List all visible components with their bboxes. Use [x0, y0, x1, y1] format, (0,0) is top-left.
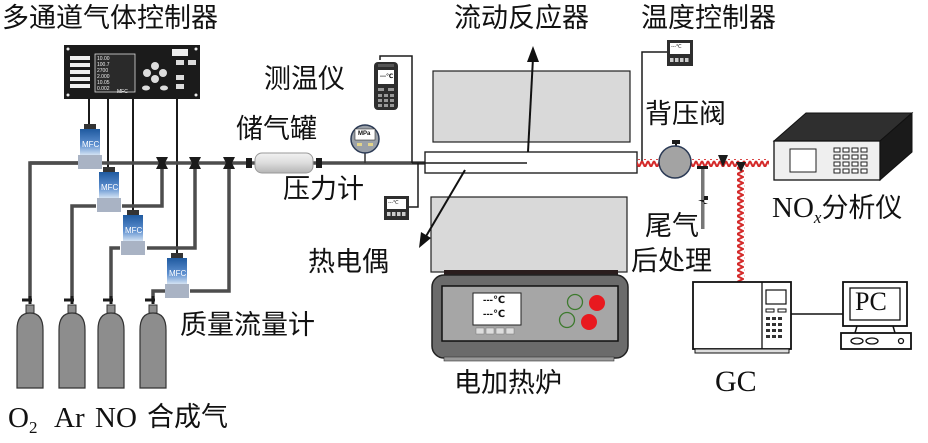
controller-reading-2: 100.7 — [97, 62, 110, 68]
mfc-3-text: MFC — [125, 226, 143, 235]
furnace-readout-2: ---℃ — [483, 309, 506, 320]
label-thermocouple: 热电偶 — [308, 247, 389, 278]
exhaust-branch — [697, 155, 746, 229]
label-nox-analyzer: NOx分析仪 — [772, 192, 903, 227]
pressure-gauge — [350, 124, 380, 163]
mass-flow-controllers — [78, 124, 189, 298]
mfc-1 — [78, 124, 102, 169]
controller-reading-5: 10.05 — [97, 80, 110, 86]
cylinder-o2 — [16, 296, 44, 389]
handheld-thermometer — [374, 55, 413, 163]
furnace-lower-block — [430, 196, 628, 273]
furnace-readout-1: ---℃ — [483, 295, 506, 306]
o2-label: O — [8, 402, 29, 434]
furnace-red-button-1 — [589, 295, 605, 311]
label-cylinder-ar: Ar — [54, 402, 85, 434]
heated-lines — [637, 159, 769, 282]
temperature-controller — [641, 40, 693, 163]
controller-reading-3: 2700 — [97, 68, 109, 74]
furnace-green-button-2 — [558, 311, 576, 329]
electric-furnace — [431, 270, 629, 362]
back-pressure-valve — [658, 140, 692, 179]
label-cylinder-o2: O2 — [8, 402, 38, 437]
controller-reading-4: 2.000 — [97, 74, 110, 80]
label-gc: GC — [715, 365, 757, 398]
label-temperature-controller: 温度控制器 — [641, 3, 776, 34]
mfc-3 — [121, 210, 145, 255]
control-cables — [88, 99, 178, 256]
controller-reading-1: 10.00 — [97, 56, 110, 62]
nox-analyzer — [772, 111, 914, 182]
label-pressure-gauge: 压力计 — [283, 174, 364, 205]
label-pc: PC — [855, 287, 887, 316]
cylinder-ar — [58, 296, 86, 389]
furnace-red-button-2 — [581, 314, 597, 330]
multichannel-gas-controller — [64, 45, 200, 99]
tee-fittings — [156, 157, 322, 169]
pc-computer — [840, 281, 912, 350]
gas-chromatograph — [692, 281, 792, 354]
label-flow-reactor: 流动反应器 — [454, 3, 589, 34]
buffer-tank — [254, 152, 314, 174]
o2-subscript: 2 — [28, 418, 38, 437]
label-gas-controller: 多通道气体控制器 — [2, 3, 218, 34]
thermometer-readout: ---℃ — [380, 74, 394, 80]
gas-cylinders — [16, 296, 167, 389]
flow-reactor-assembly — [412, 46, 638, 273]
label-buffer-tank: 储气罐 — [236, 114, 317, 145]
cylinder-no — [97, 296, 125, 389]
controller-reading-6: 0.002 — [97, 86, 110, 92]
controller-readings: 10.00 100.7 2700 2.000 10.05 0.002 — [97, 56, 110, 92]
label-electric-furnace: 电加热炉 — [454, 368, 562, 399]
thermocouple-readout — [384, 163, 419, 220]
label-back-pressure-valve: 背压阀 — [645, 99, 726, 130]
label-cylinder-no: NO — [95, 402, 137, 434]
nox-prefix: NO — [772, 192, 814, 224]
label-mass-flow-meter: 质量流量计 — [180, 310, 315, 341]
nox-subscript: x — [813, 208, 822, 227]
label-exhaust-line1: 尾气 — [645, 211, 699, 242]
temp-controller-readout: ---℃ — [671, 44, 682, 50]
mfc-4 — [165, 253, 189, 298]
label-cylinder-syngas: 合成气 — [147, 402, 228, 433]
mfc-1-text: MFC — [82, 140, 100, 149]
gas-pipes — [28, 161, 425, 300]
mfc-2 — [97, 167, 121, 212]
nox-suffix: 分析仪 — [821, 193, 903, 224]
mfc-1-label: MFC — [117, 89, 128, 95]
mfc-2-text: MFC — [101, 183, 119, 192]
furnace-green-button-1 — [566, 293, 584, 311]
gauge-unit: MPa — [358, 131, 371, 137]
label-thermometer: 测温仪 — [264, 64, 345, 95]
cylinder-syngas — [139, 296, 167, 389]
label-exhaust-line2: 后处理 — [631, 246, 712, 277]
mfc-4-text: MFC — [169, 269, 187, 278]
thermocouple-readout-text: ---℃ — [388, 200, 399, 206]
